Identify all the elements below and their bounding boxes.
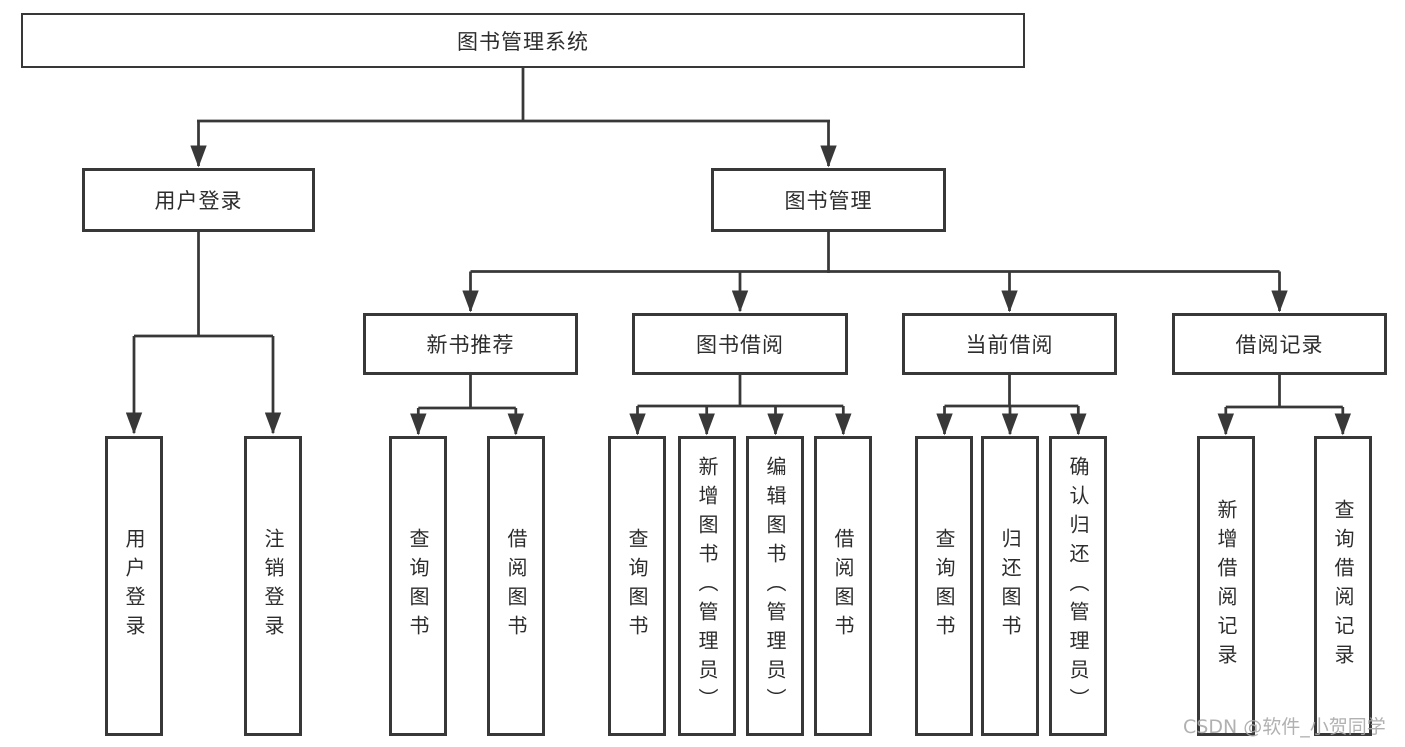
leaf-user-login: 用户登录	[105, 436, 163, 736]
leaf-newbook-borrow-books: 借阅图书	[487, 436, 545, 736]
leaf-borrow-edit-books-admin: 编辑图书（管理员）	[746, 436, 804, 736]
leaf-borrow-borrow-books: 借阅图书	[814, 436, 872, 736]
node-user-login: 用户登录	[82, 168, 315, 232]
node-root-library-system: 图书管理系统	[21, 13, 1025, 68]
node-new-book-recommend: 新书推荐	[363, 313, 578, 375]
node-current-borrowing: 当前借阅	[902, 313, 1117, 375]
csdn-watermark: CSDN @软件_小贺同学	[1183, 716, 1386, 738]
leaf-current-query-books: 查询图书	[915, 436, 973, 736]
leaf-borrow-query-books: 查询图书	[608, 436, 666, 736]
leaf-record-add-borrow-record: 新增借阅记录	[1197, 436, 1255, 736]
node-borrowing-records: 借阅记录	[1172, 313, 1387, 375]
leaf-newbook-query-books: 查询图书	[389, 436, 447, 736]
leaf-current-confirm-return-admin: 确认归还（管理员）	[1049, 436, 1107, 736]
node-book-borrowing: 图书借阅	[632, 313, 848, 375]
node-book-management: 图书管理	[711, 168, 946, 232]
leaf-record-query-borrow-record: 查询借阅记录	[1314, 436, 1372, 736]
leaf-current-return-books: 归还图书	[981, 436, 1039, 736]
leaf-logout: 注销登录	[244, 436, 302, 736]
leaf-borrow-add-books-admin: 新增图书（管理员）	[678, 436, 736, 736]
